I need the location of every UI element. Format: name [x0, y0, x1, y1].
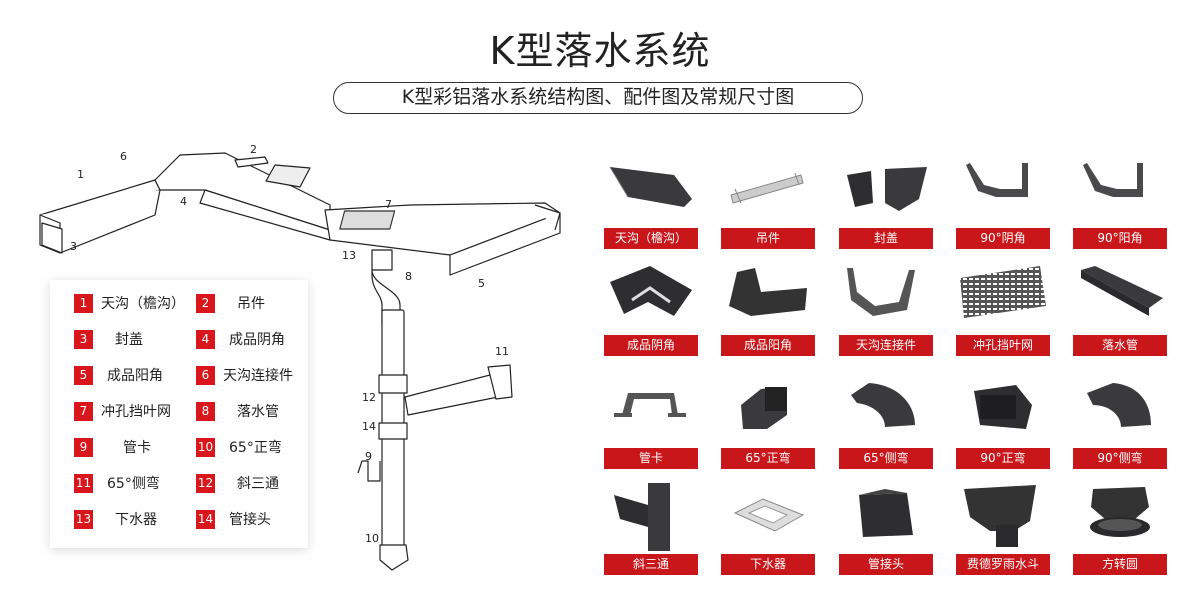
hanger-icon	[730, 172, 804, 204]
square-round-icon	[1090, 487, 1150, 537]
outlet-icon	[733, 498, 805, 532]
callout-14: 14	[362, 420, 376, 433]
mesh-guard	[339, 210, 396, 230]
part-card: 吊件	[721, 155, 815, 249]
part-card: 冲孔挡叶网	[956, 262, 1050, 356]
elbow90-side-icon	[1087, 383, 1151, 427]
mesh-icon	[960, 266, 1046, 318]
gutter-icon	[609, 166, 692, 207]
part-card: 落水管	[1073, 262, 1167, 356]
page-subtitle: K型彩铝落水系统结构图、配件图及常规尺寸图	[333, 82, 863, 114]
part-card: 90°侧弯	[1073, 375, 1167, 469]
part-card: 65°侧弯	[839, 375, 933, 469]
callout-2: 2	[250, 143, 257, 156]
outer-bracket-icon	[1083, 163, 1143, 197]
part-card: 天沟连接件	[839, 262, 933, 356]
tee-icon	[614, 483, 670, 551]
elbow90-front-icon	[974, 385, 1032, 429]
part-card: 管卡	[604, 375, 698, 469]
part-card: 管接头	[839, 481, 933, 575]
rain-hopper-icon	[964, 485, 1036, 547]
callout-1: 1	[77, 168, 84, 181]
part-card: 90°阳角	[1073, 155, 1167, 249]
part-card: 封盖	[839, 155, 933, 249]
elbow-front-icon	[741, 387, 787, 429]
part-card: 成品阳角	[721, 262, 815, 356]
outer-corner-icon	[729, 268, 807, 316]
callout-7: 7	[385, 198, 392, 211]
callout-6: 6	[120, 150, 127, 163]
part-card: 斜三通	[604, 481, 698, 575]
callout-12: 12	[362, 391, 376, 404]
callout-13: 13	[342, 249, 356, 262]
clamp-icon	[614, 393, 686, 417]
end-cap-icon	[847, 167, 927, 211]
callout-5: 5	[478, 277, 485, 290]
downpipe-outlet	[371, 249, 393, 271]
callout-4: 4	[180, 195, 187, 208]
part-card: 90°阴角	[956, 155, 1050, 249]
parts-grid: 天沟（檐沟） 吊件 封盖 90°阴角 90°阳角 成品阴角 成品阳角 天沟连接件…	[604, 155, 1184, 575]
part-card: 成品阴角	[604, 262, 698, 356]
side-branch	[404, 374, 499, 416]
end-cap	[41, 222, 63, 254]
callout-3: 3	[70, 240, 77, 253]
pipe-clamp	[357, 460, 381, 482]
part-card: 天沟（檐沟）	[604, 155, 698, 249]
part-card: 费德罗雨水斗	[956, 481, 1050, 575]
pipe-joint-icon	[859, 489, 913, 537]
part-card: 方转圆	[1073, 481, 1167, 575]
downpipe-icon	[1081, 266, 1163, 316]
structure-diagram: 1 2 3 4 5 6 7 8 9 10 11 12 13 14	[39, 143, 561, 571]
elbow-side-icon	[851, 383, 915, 427]
hanger	[234, 156, 269, 168]
connector-icon	[847, 268, 915, 316]
part-card: 下水器	[721, 481, 815, 575]
callout-8: 8	[405, 270, 412, 283]
inner-corner-icon	[610, 266, 692, 316]
inner-bracket-icon	[966, 163, 1028, 197]
callout-9: 9	[365, 450, 372, 463]
part-card: 90°正弯	[956, 375, 1050, 469]
part-card: 65°正弯	[721, 375, 815, 469]
bottom-elbow	[379, 544, 409, 571]
callout-10: 10	[365, 532, 379, 545]
callout-11: 11	[495, 345, 509, 358]
page-title: K型落水系统	[489, 29, 711, 73]
